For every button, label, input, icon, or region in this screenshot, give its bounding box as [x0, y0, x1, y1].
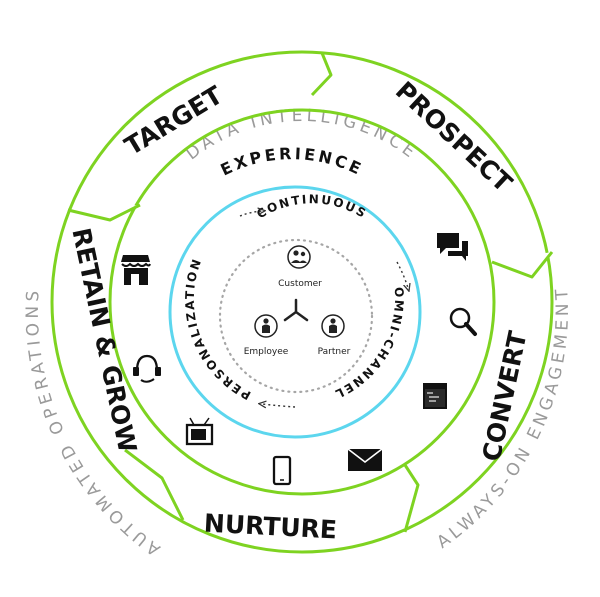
mobile-phone-icon — [272, 455, 292, 486]
customer-avatar-icon — [287, 245, 311, 269]
headset-icon — [133, 354, 161, 383]
mail-icon — [347, 448, 383, 471]
stage-separator-top — [310, 52, 333, 97]
experience-label: EXPERIENCE — [218, 144, 367, 179]
stage-separator-right — [491, 251, 554, 279]
employee-node: Employee — [244, 314, 289, 357]
chat-icon — [437, 233, 468, 261]
personalization-label: PERSONALIZATION — [183, 256, 253, 403]
stage-separator-left — [67, 203, 141, 222]
node-connector — [283, 298, 309, 322]
lifecycle-inner-ring — [108, 108, 496, 496]
tv-icon — [185, 417, 214, 446]
browser-code-icon — [423, 383, 447, 409]
flow-arrow-continuous — [239, 211, 262, 217]
flow-arrow-omni-channel — [396, 261, 408, 288]
stage-separator-bottom-left — [124, 448, 185, 521]
stage-nurture-label: NURTURE — [203, 509, 337, 545]
storefront-icon — [121, 255, 151, 285]
core-ring — [168, 185, 422, 439]
inner-dotted-ring — [218, 238, 374, 394]
customer-label: Customer — [278, 279, 322, 289]
stage-separator-bottom-right — [403, 464, 420, 533]
customer-node: Customer — [278, 245, 322, 289]
continuous-label: CONTINUOUS — [254, 192, 370, 221]
flow-arrow-personalization — [262, 404, 296, 407]
partner-label: Partner — [318, 347, 351, 357]
employee-label: Employee — [244, 347, 289, 357]
partner-node: Partner — [318, 314, 351, 357]
lifecycle-outer-ring — [50, 50, 554, 554]
stage-prospect-label: PROSPECT — [390, 76, 518, 198]
search-icon — [449, 307, 477, 336]
